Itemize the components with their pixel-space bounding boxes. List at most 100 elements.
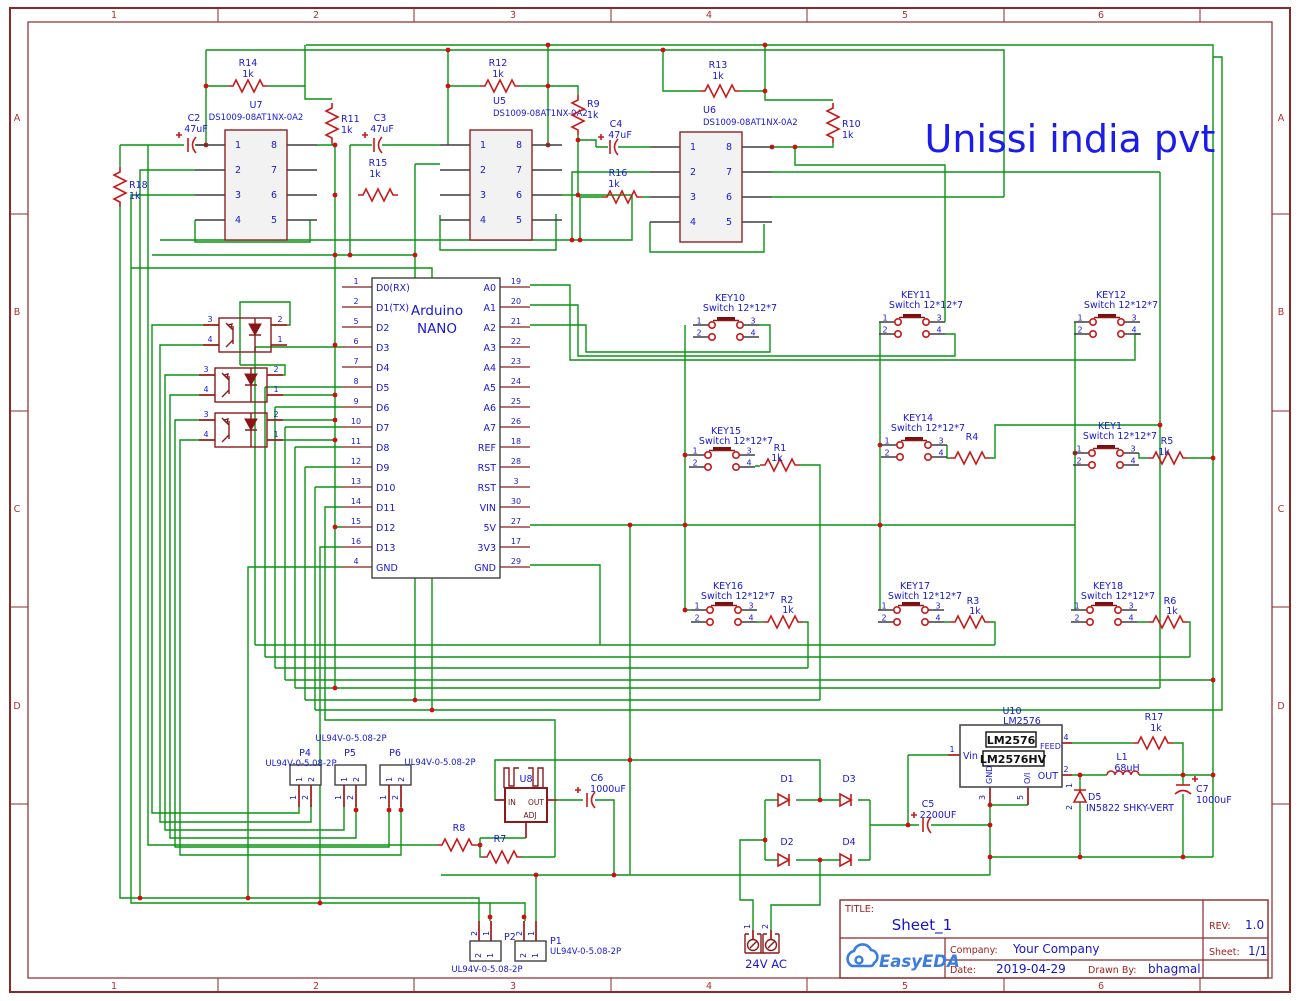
switch-KEY18[interactable]: 1 2 3 4 KEY18 Switch 12*12*7 [1071, 581, 1155, 626]
frame-row-label: D [1277, 701, 1284, 712]
svg-text:RST: RST [478, 483, 497, 494]
switch-KEY17[interactable]: 1 2 3 4 KEY17 Switch 12*12*7 [878, 581, 962, 626]
svg-text:3: 3 [207, 315, 212, 324]
frame-row-label: D [13, 701, 20, 712]
drawn-by-value: bhagmal [1148, 962, 1201, 976]
svg-text:2: 2 [696, 329, 701, 338]
svg-text:7: 7 [726, 167, 732, 178]
mcu-arduino-nano[interactable]: Arduino NANO 1D0(RX) 2D1(TX) 5D2 6D3 7D4… [351, 277, 521, 579]
svg-text:8: 8 [516, 140, 522, 151]
svg-text:Switch 12*12*7: Switch 12*12*7 [703, 303, 777, 314]
resistor-R6[interactable]: R6 1k [1148, 596, 1188, 630]
diode-D2[interactable]: D2 [777, 837, 794, 868]
svg-text:7: 7 [271, 165, 277, 176]
capacitor-C3[interactable]: C3 47uF [362, 113, 394, 154]
resistor-R8[interactable]: R8 [437, 823, 477, 853]
regulator-U10[interactable]: U10 LM2576 LM2576 LM2576HV Vin FEED. OUT… [949, 706, 1068, 800]
capacitor-C5[interactable]: C5 2200UF [911, 799, 956, 834]
resistor-R13[interactable]: R13 1k [700, 60, 740, 99]
resistor-R10[interactable]: R10 1k [825, 103, 861, 143]
resistor-R18[interactable]: R18 1k [112, 167, 148, 207]
diode-D1[interactable]: D1 [777, 774, 794, 808]
svg-text:2: 2 [1065, 805, 1074, 810]
regulator-U8[interactable]: U8 IN OUT ADJ [503, 767, 548, 823]
svg-text:KEY17: KEY17 [900, 581, 930, 592]
resistor-R11[interactable]: R11 1k [324, 103, 360, 143]
capacitor-C2[interactable]: C2 47uF [176, 113, 208, 154]
svg-text:R10: R10 [842, 119, 861, 130]
diode-D3[interactable]: D3 [839, 774, 856, 808]
pin-stubs [195, 144, 1072, 941]
svg-text:3: 3 [480, 190, 486, 201]
switch-KEY10[interactable]: 1 2 3 4 KEY10 Switch 12*12*7 [693, 293, 777, 341]
svg-text:4: 4 [480, 215, 486, 226]
resistor-R1[interactable]: R1 1k [760, 443, 800, 473]
connector-P6[interactable]: 1 2 1 2 P6 UL94V-0-5.08-2P [379, 748, 476, 800]
ac-input-terminal[interactable]: 1 2 24V AC [743, 924, 787, 971]
svg-text:5: 5 [1016, 795, 1025, 800]
switch-KEY11[interactable]: 1 2 3 4 KEY11 Switch 12*12*7 [879, 290, 963, 338]
svg-text:1k: 1k [712, 71, 724, 82]
switch-KEY14[interactable]: 1 2 3 4 KEY14 Switch 12*12*7 [881, 413, 965, 461]
resistor-R17[interactable]: R17 1k [1133, 712, 1173, 751]
resistor-R2[interactable]: R2 1k [763, 595, 803, 630]
svg-text:4: 4 [203, 430, 208, 439]
resistor-R12[interactable]: R12 1k [480, 58, 520, 94]
svg-text:A2: A2 [483, 323, 496, 334]
capacitor-C7[interactable]: C7 1000uF [1174, 776, 1232, 806]
svg-text:1: 1 [692, 447, 697, 456]
resistor-R15[interactable]: R15 1k [358, 158, 398, 203]
switch-KEY16[interactable]: 1 2 3 4 KEY16 Switch 12*12*7 [691, 581, 775, 626]
capacitor-C4[interactable]: C4 47uF [598, 119, 632, 156]
optocoupler-3[interactable]: 3 4 2 1 [203, 410, 279, 448]
svg-text:1k: 1k [341, 125, 353, 136]
part-value: DS1009-08AT1NX-0A2 [703, 118, 798, 128]
svg-text:REF: REF [478, 443, 496, 454]
ic-U5[interactable]: U5 DS1009-08AT1NX-0A2 1 2 3 4 8 7 6 5 [469, 96, 588, 241]
resistor-R14[interactable]: R14 1k [228, 58, 268, 94]
diode-D4[interactable]: D4 [839, 837, 856, 868]
svg-text:R7: R7 [494, 834, 507, 845]
connector-P4[interactable]: 1 2 1 2 P4 UL94V-0-5.08-2P [265, 748, 336, 800]
svg-text:D11: D11 [376, 503, 395, 514]
resistor-R5[interactable]: R5 1k [1148, 436, 1188, 466]
connector-P5[interactable]: 1 2 1 2 P5 UL94V-0-5.08-2P [315, 734, 386, 800]
svg-text:Switch 12*12*7: Switch 12*12*7 [889, 300, 963, 311]
optocoupler-2[interactable]: 3 4 2 1 [203, 365, 279, 403]
frame-row-label: B [14, 307, 21, 318]
svg-text:D13: D13 [376, 543, 395, 554]
svg-text:R5: R5 [1161, 436, 1174, 447]
svg-text:R12: R12 [489, 58, 508, 69]
resistor-R16[interactable]: R16 1k [602, 168, 642, 205]
svg-text:1: 1 [482, 931, 491, 936]
svg-text:P2: P2 [504, 932, 516, 943]
switch-KEY12[interactable]: 1 2 3 4 KEY12 Switch 12*12*7 [1074, 290, 1158, 338]
connector-P1[interactable]: 2 1 2 1 P1 UL94V-0-5.08-2P [514, 931, 621, 962]
date-label: Date: [950, 965, 976, 976]
svg-text:R15: R15 [369, 158, 388, 169]
resistor-R3[interactable]: R3 1k [950, 596, 990, 630]
ic-U6[interactable]: U6 DS1009-08AT1NX-0A2 1 2 3 4 8 7 6 5 [679, 105, 798, 243]
svg-text:KEY16: KEY16 [713, 581, 743, 592]
resistor-R4[interactable]: R4 [950, 432, 990, 466]
diode-D5[interactable]: D5 IN5822 SHKY-VERT 1 2 [1065, 783, 1174, 814]
ic-U7[interactable]: U7 DS1009-08AT1NX-0A2 1 2 3 4 8 7 6 5 [209, 100, 304, 241]
svg-text:6: 6 [353, 337, 358, 346]
switch-KEY15[interactable]: 1 2 3 4 KEY15 Switch 12*12*7 [689, 426, 773, 471]
connector-P2[interactable]: 2 1 2 1 P2 UL94V-0-5.08-2P [451, 931, 522, 975]
svg-text:D5: D5 [376, 383, 389, 394]
resistor-R9[interactable]: R9 1k [570, 95, 600, 135]
svg-text:R14: R14 [239, 58, 258, 69]
svg-text:A4: A4 [483, 363, 496, 374]
svg-text:R4: R4 [966, 432, 979, 443]
sheet-frame: 1 2 3 4 5 6 1 2 3 4 5 6 A B C D A B C D [9, 7, 1291, 993]
optocoupler-1[interactable]: 3 4 2 1 [207, 315, 283, 353]
capacitor-C6[interactable]: C6 1000uF [575, 773, 626, 809]
svg-text:R2: R2 [781, 595, 794, 606]
svg-text:KEY10: KEY10 [715, 293, 745, 304]
switch-KEY1[interactable]: 1 2 3 4 KEY1 Switch 12*12*7 [1073, 421, 1157, 469]
inductor-L1[interactable]: L1 68uH [1106, 752, 1140, 776]
resistor-R7[interactable]: R7 [482, 834, 522, 865]
svg-text:1: 1 [385, 777, 394, 782]
